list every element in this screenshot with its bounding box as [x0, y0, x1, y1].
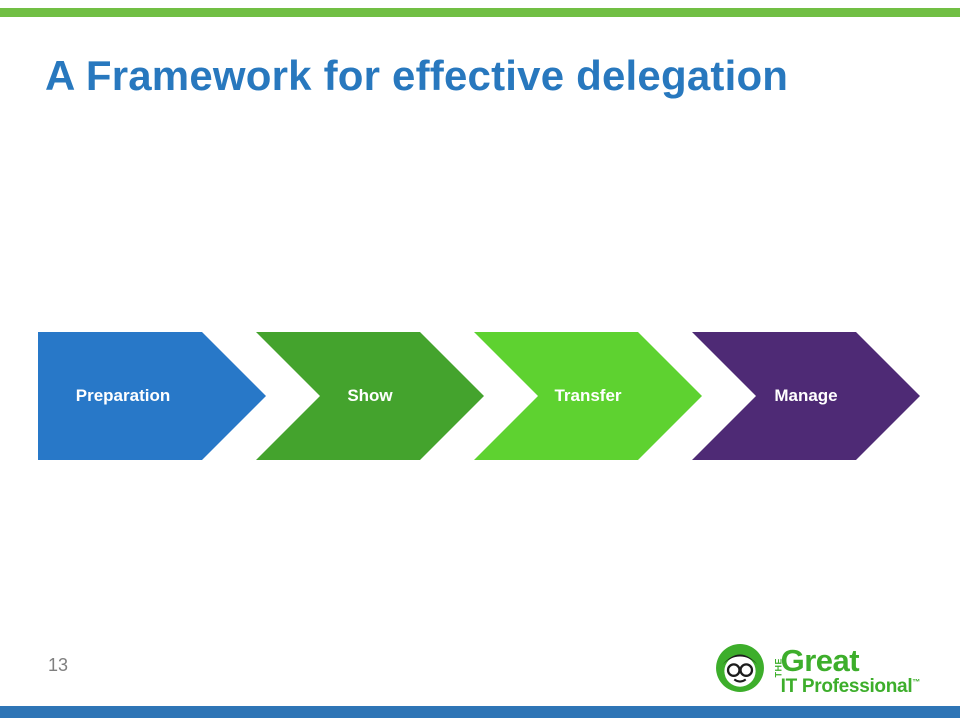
- logo-trademark: ™: [912, 677, 920, 687]
- process-chevron-manage: Manage: [692, 332, 920, 460]
- chevron-label: Transfer: [554, 386, 622, 405]
- page-number: 13: [48, 655, 69, 675]
- chevron-label: Manage: [774, 386, 838, 405]
- cartoon-face-icon: [715, 643, 765, 698]
- logo-name-line2: IT Professional™: [780, 676, 921, 697]
- top-accent-bar: [0, 8, 960, 17]
- logo-name-line1: Great: [780, 643, 860, 678]
- slide-title: A Framework for effective delegation: [45, 52, 789, 99]
- process-chevron-show: Show: [256, 332, 484, 460]
- process-chevron-transfer: Transfer: [474, 332, 702, 460]
- bottom-accent-bar: [0, 706, 960, 718]
- logo-name-line2-text: IT Professional: [780, 676, 913, 697]
- process-flow-diagram: Preparation Show Transfer Manage: [38, 332, 922, 460]
- logo-the-text: THE: [773, 658, 784, 678]
- process-chevron-preparation: Preparation: [38, 332, 266, 460]
- brand-logo: THE Great IT Professional™: [715, 643, 920, 698]
- chevron-label: Preparation: [75, 386, 171, 405]
- chevron-label: Show: [347, 386, 393, 405]
